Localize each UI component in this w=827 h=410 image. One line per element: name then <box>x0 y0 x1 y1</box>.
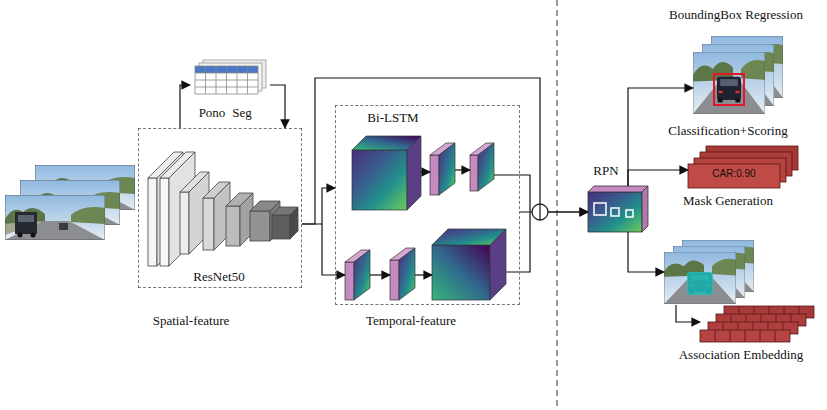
bbox-images <box>693 52 765 114</box>
lstm-wires <box>421 171 430 172</box>
rpn-box <box>626 210 633 217</box>
connector-arrow <box>628 232 664 272</box>
rpn-box <box>594 203 606 215</box>
score-label: CAR:0.90 <box>712 168 755 180</box>
lstm-cubes <box>399 248 415 300</box>
lstm-cubes <box>439 143 455 195</box>
bbox-images <box>693 36 783 114</box>
grid-label: Seg <box>232 106 252 121</box>
output-label: Association Embedding <box>679 348 804 363</box>
embedding-blocks <box>715 330 775 342</box>
lstm-wires <box>506 212 530 272</box>
resnet-block: ResNet50Spatial-feature <box>138 128 302 288</box>
mask-images <box>687 272 713 295</box>
rpn-box <box>611 208 619 216</box>
pono-seg-node: Pono Seg <box>190 58 270 124</box>
association-output: Association Embedding <box>664 240 820 345</box>
lstm-cubes <box>407 136 421 210</box>
embedding-blocks <box>700 306 814 342</box>
input-frames <box>5 165 135 240</box>
resnet-layers <box>250 211 270 241</box>
block-label: Bi-LSTM <box>367 111 418 126</box>
connector-arrow <box>628 170 688 186</box>
sum-symbol <box>539 204 540 220</box>
rpn-box <box>588 186 648 192</box>
lstm-cubes <box>390 260 399 300</box>
section-caption: Temporal-feature <box>366 314 456 329</box>
resnet-layers <box>226 206 240 246</box>
output-label: Classification+Scoring <box>668 124 787 139</box>
rpn-box <box>642 186 648 232</box>
rpn-box <box>588 186 648 232</box>
resnet-layers <box>203 198 214 250</box>
lstm-cubes <box>430 155 439 195</box>
resnet-layers <box>290 207 298 239</box>
lstm-wires <box>415 274 432 275</box>
lstm-wires <box>455 169 470 170</box>
bbox-images <box>714 74 744 105</box>
resnet-layers <box>272 215 290 239</box>
mask-images <box>664 240 754 304</box>
resnet-layers <box>148 152 298 266</box>
output-heading: BoundingBox Regression <box>669 8 803 23</box>
bilstm-block: Bi-LSTMTemporal-feature <box>335 105 520 305</box>
lstm-cubes <box>354 250 370 300</box>
lstm-cubes <box>352 150 407 210</box>
embedding-arrow <box>676 305 700 322</box>
mask-output: CAR:0.90Mask Generation <box>688 146 798 188</box>
bbox-output: BoundingBox RegressionClassification+Sco… <box>693 36 783 114</box>
rpn-node: RPN <box>588 186 648 232</box>
lstm-wires <box>494 175 530 212</box>
resnet-layers <box>148 178 157 266</box>
lstm-cubes <box>478 143 494 191</box>
resnet-layers <box>160 178 169 266</box>
section-caption: Spatial-feature <box>153 314 230 329</box>
lstm-cubes <box>345 262 354 300</box>
mask-plates <box>688 146 798 188</box>
lstm-wires <box>322 224 345 275</box>
embedding-blocks <box>700 330 790 342</box>
connector-arrow <box>180 85 190 128</box>
pono-seg-grid <box>195 66 258 94</box>
connector-arrow <box>520 211 588 212</box>
pono-seg-grid <box>195 60 266 94</box>
lstm-cubes <box>432 245 490 300</box>
connector-arrow <box>302 188 335 224</box>
rpn-box <box>588 192 642 232</box>
input-frames <box>5 195 105 240</box>
sum-symbol <box>532 204 548 220</box>
lstm-cubes <box>490 229 506 300</box>
block-label: ResNet50 <box>193 270 244 285</box>
lstm-cubes <box>470 155 478 191</box>
connector-arrow <box>270 85 285 128</box>
divider-line <box>557 0 558 410</box>
lstm-wires <box>370 274 390 275</box>
rpn-label: RPN <box>593 164 618 179</box>
lstm-cubes <box>345 136 506 300</box>
connector-arrow <box>302 78 588 224</box>
resnet-layers <box>180 192 189 254</box>
mask-images <box>664 252 736 304</box>
mask-plates <box>688 164 780 188</box>
output-label: Mask Generation <box>683 194 773 209</box>
lstm-wires <box>322 170 530 275</box>
grid-label: Pono <box>199 106 226 121</box>
